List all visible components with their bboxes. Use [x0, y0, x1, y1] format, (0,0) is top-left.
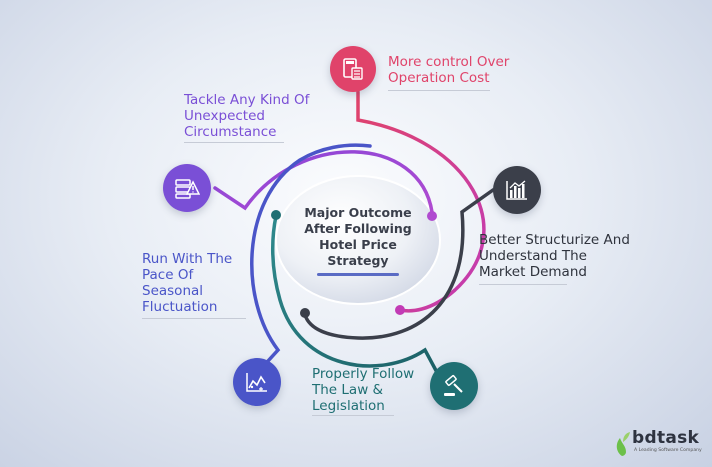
logo-tagline: A Leading Software Company — [634, 448, 702, 453]
arc-teal-end — [271, 210, 281, 220]
center-hub: Major Outcome After Following Hotel Pric… — [282, 180, 434, 300]
arc-teal — [271, 214, 442, 380]
underline-cost-control — [388, 90, 490, 91]
arc-pink-end — [395, 305, 405, 315]
logo-name: bdtask — [632, 428, 700, 448]
arc-pink — [356, 90, 486, 313]
brand-logo: bdtask A Leading Software Company — [614, 428, 710, 460]
bar-chart-icon — [493, 166, 541, 214]
outcome-label-law: Properly Follow The Law & Legislation — [312, 366, 415, 414]
gavel-icon — [430, 362, 478, 410]
underline-law — [312, 415, 394, 416]
arc-purple-end — [427, 211, 437, 221]
calculator-icon — [330, 46, 376, 92]
arc-blue — [250, 143, 372, 374]
arc-dark — [303, 188, 495, 340]
leaf-icon — [616, 432, 630, 456]
center-title: Major Outcome After Following Hotel Pric… — [304, 204, 412, 268]
outcome-label-market-demand: Better Structurize And Understand The Ma… — [479, 232, 630, 280]
outcome-label-seasonal: Run With The Pace Of Seasonal Fluctuatio… — [142, 251, 233, 315]
underline-market-demand — [479, 284, 567, 285]
center-disk — [275, 175, 441, 305]
arc-dark-end — [300, 308, 310, 318]
underline-seasonal — [142, 318, 246, 319]
outcome-label-unexpected: Tackle Any Kind Of Unexpected Circumstan… — [184, 92, 310, 140]
server-alert-icon — [163, 164, 211, 212]
underline-unexpected — [184, 142, 284, 143]
center-underline — [317, 272, 399, 276]
trend-chart-icon — [233, 358, 281, 406]
arc-purple — [213, 150, 434, 214]
outcome-label-cost-control: More control Over Operation Cost — [388, 54, 510, 86]
